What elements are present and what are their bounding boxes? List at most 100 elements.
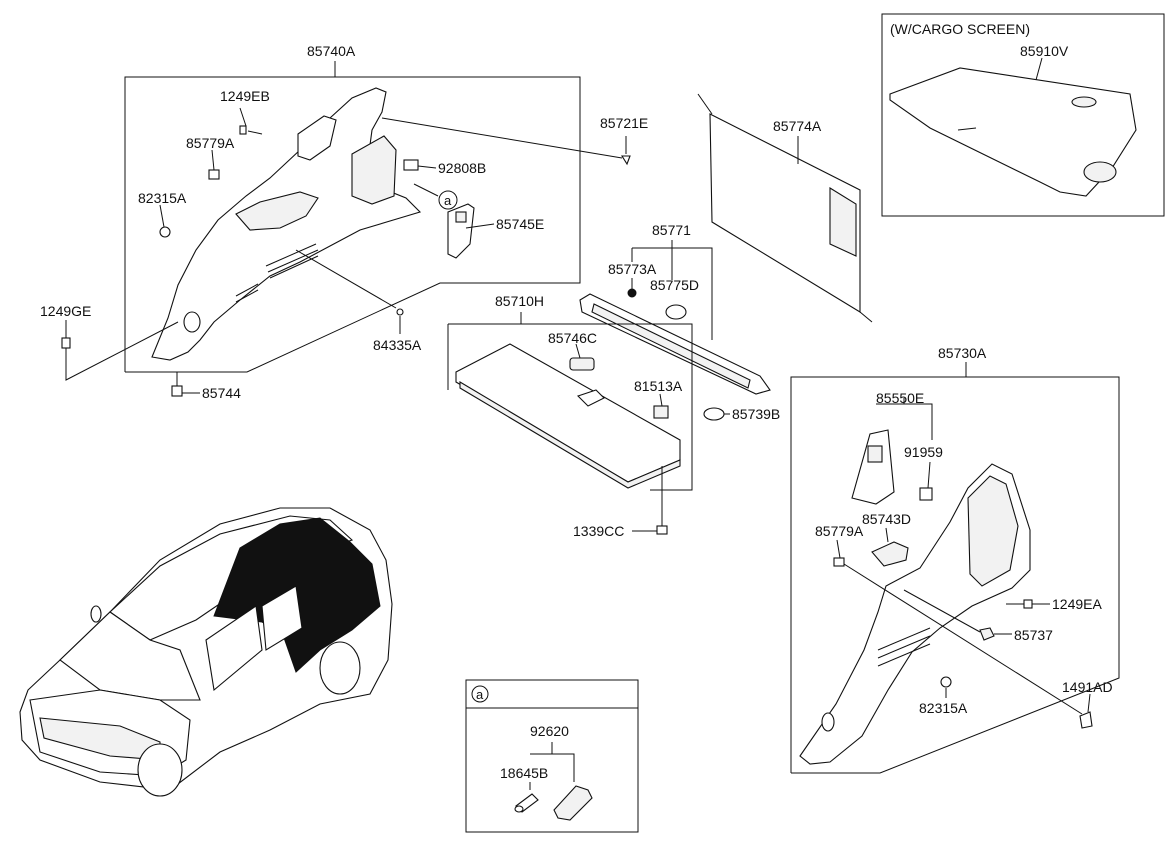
cargo-screen-title: (W/CARGO SCREEN)	[890, 21, 1030, 37]
label-84335A: 84335A	[373, 337, 422, 353]
bulb-18645B	[514, 793, 539, 813]
sill-plate-ribs	[591, 303, 751, 389]
label-82315A-left: 82315A	[138, 190, 187, 206]
trim-round-feature-right	[821, 712, 835, 732]
trim-vent-right	[877, 627, 931, 667]
label-82315A-right: 82315A	[919, 700, 968, 716]
clip-1249EB	[239, 107, 263, 135]
cargo-screen-box: (W/CARGO SCREEN) 85910V	[881, 13, 1165, 217]
trim-round-feature-left	[183, 311, 201, 333]
clip-85737	[903, 589, 1012, 641]
clip-85773A	[627, 278, 637, 298]
trim-vent-left	[235, 243, 319, 303]
vehicle-rear-wheel	[319, 641, 361, 695]
nut-1339CC	[632, 466, 668, 535]
label-85739B: 85739B	[732, 406, 780, 422]
sill-plate-85771: 85771 85773A 85775D	[579, 222, 771, 395]
label-92808B: 92808B	[438, 160, 486, 176]
label-85721E: 85721E	[600, 115, 648, 131]
label-91959: 91959	[904, 444, 943, 460]
clip-85779A-left	[208, 149, 220, 180]
label-85779A-right: 85779A	[815, 523, 864, 539]
detail-box-a: a 92620 18645B	[465, 679, 639, 833]
pad-85746C	[569, 343, 595, 371]
group-85730A-outline	[790, 376, 1120, 774]
group-85740A: 85740A 1249EB 85779A 8231	[40, 43, 648, 401]
bulb-92808B	[403, 159, 437, 171]
cargo-screen-endcap	[1083, 161, 1117, 183]
group-85710H: 85710H 85746C 81513A 85739B 1339CC	[447, 293, 780, 539]
clip-85744	[171, 372, 200, 397]
label-1339CC: 1339CC	[573, 523, 624, 539]
label-1249EA: 1249EA	[1052, 596, 1102, 612]
cover-85550E	[851, 429, 895, 505]
handle-81513A	[653, 393, 669, 419]
cargo-screen-handle	[1071, 96, 1097, 108]
cover-85745E	[447, 203, 495, 259]
detail-box-tag: a	[476, 687, 484, 702]
ref-a-label: a	[444, 193, 452, 208]
ref-a-callout	[413, 183, 458, 210]
label-85775D: 85775D	[650, 277, 699, 293]
bracket-85550E	[876, 403, 933, 440]
cargo-screen-frame	[881, 13, 1165, 217]
cargo-net-mesh	[829, 187, 857, 257]
luggage-board-body	[455, 343, 681, 483]
label-85737: 85737	[1014, 627, 1053, 643]
label-1249EB: 1249EB	[220, 88, 270, 104]
trim-window-left	[297, 115, 337, 161]
detail-box-frame	[465, 679, 639, 833]
vehicle-rear-door-window	[261, 585, 303, 651]
clip-85779A-right	[833, 539, 1083, 715]
group-85710H-outline-right	[448, 323, 693, 491]
vehicle-illustration	[19, 507, 393, 797]
label-85745E: 85745E	[496, 216, 544, 232]
label-85744: 85744	[202, 385, 241, 401]
trim-pocket-left	[235, 191, 319, 231]
vehicle-mirror	[90, 605, 102, 623]
group-85730A: 85730A 85550E 91959 85743D 85779A	[790, 345, 1120, 774]
label-92620: 92620	[530, 723, 569, 739]
luggage-board-edge	[459, 381, 681, 489]
label-85910V: 85910V	[1020, 43, 1069, 59]
trim-rear-section-right	[967, 475, 1019, 587]
cover-85775D	[665, 304, 687, 320]
clip-82315A-left	[159, 204, 171, 238]
detail-box-tag-circle	[471, 685, 489, 703]
label-85771: 85771	[652, 222, 691, 238]
bracket-85771	[632, 247, 713, 340]
trim-rear-section-left	[351, 135, 397, 205]
clip-85721E	[381, 117, 631, 166]
label-85740A: 85740A	[307, 43, 356, 59]
label-plate-91959	[919, 487, 933, 501]
cargo-net-85774A: 85774A	[697, 93, 873, 323]
leader-84335A	[295, 249, 397, 309]
label-85746C: 85746C	[548, 330, 597, 346]
cover-85550E-switch	[867, 445, 883, 463]
clip-1491AD	[1079, 693, 1093, 729]
vehicle-front-wheel	[137, 743, 183, 797]
vehicle-front-door-window	[205, 605, 263, 692]
luggage-board-latch	[576, 389, 605, 407]
label-18645B: 18645B	[500, 765, 548, 781]
lamp-92620	[553, 785, 593, 821]
label-1491AD: 1491AD	[1062, 679, 1113, 695]
label-85779A-left: 85779A	[186, 135, 235, 151]
label-85774A: 85774A	[773, 118, 822, 134]
light-85743D	[871, 541, 909, 567]
group-85740A-outline	[124, 76, 581, 373]
label-85773A: 85773A	[608, 261, 657, 277]
label-85710H: 85710H	[495, 293, 544, 309]
bracket-92620	[530, 753, 575, 782]
label-81513A: 81513A	[634, 378, 683, 394]
plug-84335A	[396, 308, 404, 334]
label-85730A: 85730A	[938, 345, 987, 361]
label-85743D: 85743D	[862, 511, 911, 527]
clip-82315A-right	[940, 676, 952, 698]
screw-1249EA	[1006, 599, 1050, 609]
label-1249GE: 1249GE	[40, 303, 91, 319]
plug-85739B	[703, 407, 730, 421]
label-85550E: 85550E	[876, 390, 924, 406]
